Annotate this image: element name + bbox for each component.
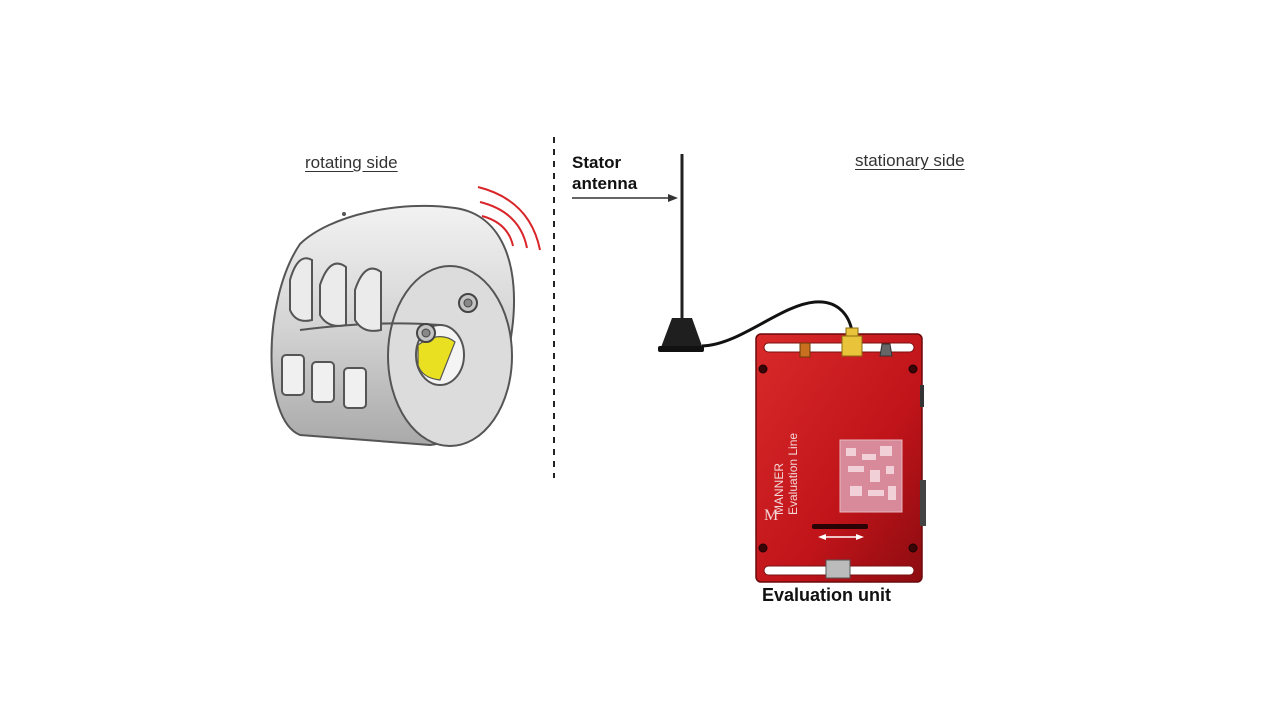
stator-antenna-label-line2: antenna: [572, 174, 638, 193]
stationary-side-label: stationary side: [855, 151, 965, 170]
antenna-pointer-arrow: [572, 194, 678, 202]
device-brand-text: MANNER: [772, 463, 786, 515]
radio-signal-waves: [477, 186, 541, 251]
rotating-side-label: rotating side: [305, 153, 398, 172]
device-subtitle-text: Evaluation Line: [786, 433, 800, 515]
stator-antenna-graphic: [658, 154, 854, 352]
rotor-coupling: [270, 204, 516, 447]
evaluation-unit-label: Evaluation unit: [762, 585, 892, 605]
evaluation-unit-graphic: MANNER Evaluation Line M: [755, 327, 926, 583]
device-logo-mark: M: [764, 507, 778, 524]
stator-antenna-label-line1: Stator: [572, 153, 622, 172]
stator-antenna-label: Stator antenna: [572, 152, 637, 194]
